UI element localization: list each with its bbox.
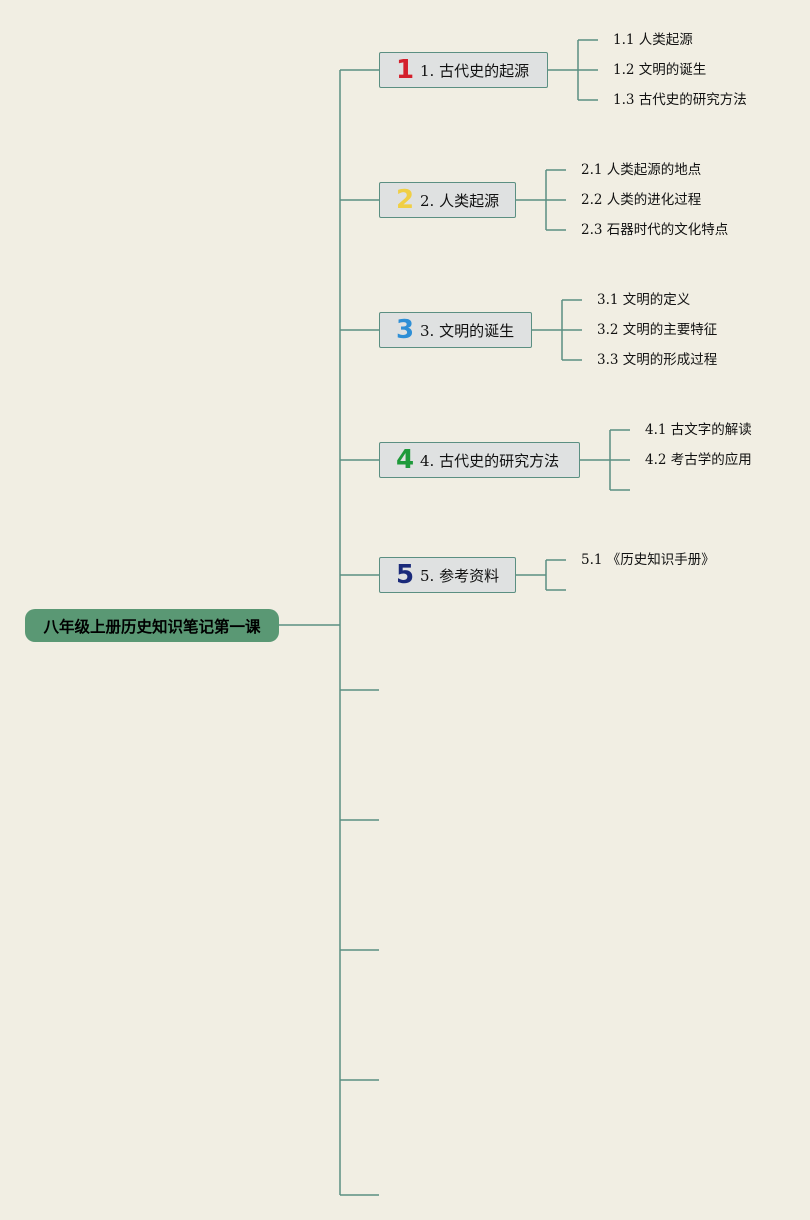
subtopic-5-1[interactable]: 5.1 《历史知识手册》 xyxy=(581,552,715,568)
topic-5[interactable]: 5 5. 参考资料 xyxy=(379,557,516,593)
topic-2[interactable]: 2 2. 人类起源 xyxy=(379,182,516,218)
subtopic-1-2[interactable]: 1.2 文明的诞生 xyxy=(613,62,707,78)
number-one-icon: 1 xyxy=(395,55,415,85)
number-two-icon: 2 xyxy=(395,185,415,215)
topic-4[interactable]: 4 4. 古代史的研究方法 xyxy=(379,442,580,478)
subtopic-3-3[interactable]: 3.3 文明的形成过程 xyxy=(597,352,718,368)
number-five-icon: 5 xyxy=(395,560,415,590)
number-four-icon: 4 xyxy=(395,445,415,475)
topic-label: 4. 古代史的研究方法 xyxy=(420,451,560,470)
subtopic-4-2[interactable]: 4.2 考古学的应用 xyxy=(645,452,752,468)
topic-3[interactable]: 3 3. 文明的诞生 xyxy=(379,312,532,348)
number-three-icon: 3 xyxy=(395,315,415,345)
topic-1[interactable]: 1 1. 古代史的起源 xyxy=(379,52,548,88)
subtopic-2-2[interactable]: 2.2 人类的进化过程 xyxy=(581,192,702,208)
root-topic[interactable]: 八年级上册历史知识笔记第一课 xyxy=(25,609,279,642)
subtopic-3-1[interactable]: 3.1 文明的定义 xyxy=(597,292,691,308)
subtopic-2-1[interactable]: 2.1 人类起源的地点 xyxy=(581,162,702,178)
topic-label: 2. 人类起源 xyxy=(420,191,500,210)
topic-label: 3. 文明的诞生 xyxy=(420,321,515,340)
root-title: 八年级上册历史知识笔记第一课 xyxy=(43,617,261,636)
subtopic-1-1[interactable]: 1.1 人类起源 xyxy=(613,32,693,48)
topic-label: 1. 古代史的起源 xyxy=(420,61,530,80)
subtopic-4-1[interactable]: 4.1 古文字的解读 xyxy=(645,422,752,438)
subtopic-2-3[interactable]: 2.3 石器时代的文化特点 xyxy=(581,222,729,238)
subtopic-3-2[interactable]: 3.2 文明的主要特征 xyxy=(597,322,718,338)
topic-label: 5. 参考资料 xyxy=(420,566,500,585)
subtopic-1-3[interactable]: 1.3 古代史的研究方法 xyxy=(613,92,747,108)
